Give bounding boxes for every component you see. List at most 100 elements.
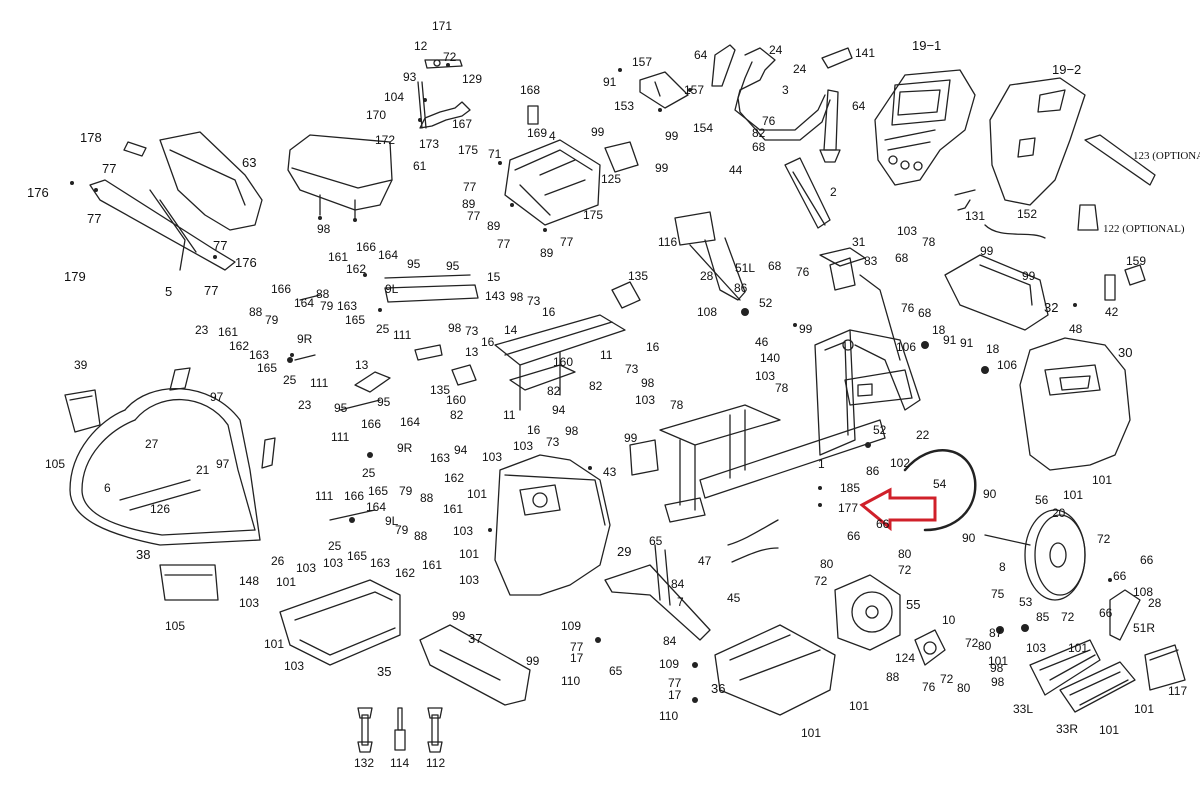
- label-26: 26: [271, 554, 285, 568]
- label-68: 68: [752, 140, 766, 154]
- label-79: 79: [395, 523, 409, 537]
- label-27: 27: [145, 437, 159, 451]
- label-65: 65: [649, 534, 663, 548]
- label-111: 111: [393, 328, 412, 342]
- rear-stabilizer-part: [279, 579, 401, 666]
- label-161: 161: [328, 250, 349, 264]
- label-77: 77: [467, 209, 481, 223]
- label-103: 103: [323, 556, 344, 570]
- label-25: 25: [283, 373, 297, 387]
- label-23: 23: [195, 323, 209, 337]
- label-76: 76: [762, 114, 776, 128]
- label-135: 135: [430, 383, 451, 397]
- label-87: 87: [989, 626, 1003, 640]
- label-38: 38: [136, 547, 151, 562]
- label-43: 43: [603, 465, 617, 479]
- label-111: 111: [315, 489, 334, 503]
- label-68: 68: [918, 306, 932, 320]
- label-77: 77: [87, 211, 102, 226]
- label-165: 165: [347, 549, 368, 563]
- label-17: 17: [668, 688, 682, 702]
- label-101: 101: [264, 637, 285, 651]
- label-76: 76: [901, 301, 915, 315]
- label-79: 79: [265, 313, 279, 327]
- seat-backrest-part: [89, 131, 263, 271]
- label-64: 64: [852, 99, 866, 113]
- label-101: 101: [849, 699, 870, 713]
- left-shroud-part: [494, 454, 611, 596]
- label-161: 161: [218, 325, 239, 339]
- label-110: 110: [659, 709, 679, 723]
- label-159: 159: [1126, 254, 1147, 268]
- label-98: 98: [317, 222, 331, 236]
- label-103: 103: [239, 596, 260, 610]
- label-163: 163: [249, 348, 270, 362]
- label-10: 10: [942, 613, 956, 627]
- label-72: 72: [965, 636, 979, 650]
- label-98: 98: [510, 290, 524, 304]
- label-162: 162: [444, 471, 465, 485]
- label-66: 66: [1140, 553, 1154, 567]
- console-bracket-part: [639, 71, 689, 109]
- label-105: 105: [165, 619, 186, 633]
- label-36: 36: [711, 681, 726, 696]
- seat-slide-rail-part: [494, 314, 626, 411]
- label-95: 95: [446, 259, 460, 273]
- label-61: 61: [413, 159, 427, 173]
- label-135: 135: [628, 269, 649, 283]
- label-17: 17: [570, 651, 584, 665]
- label-97: 97: [210, 390, 224, 404]
- label-88: 88: [249, 305, 263, 319]
- label-51R: 51R: [1133, 621, 1156, 635]
- label-163: 163: [370, 556, 391, 570]
- label-39: 39: [74, 358, 88, 372]
- label-176: 176: [235, 255, 257, 270]
- label-7: 7: [677, 595, 684, 609]
- label-166: 166: [344, 489, 365, 503]
- label-52: 52: [873, 423, 887, 437]
- label-94: 94: [552, 403, 566, 417]
- label-109: 109: [561, 619, 582, 633]
- label-90: 90: [983, 487, 997, 501]
- label-75: 75: [991, 587, 1005, 601]
- label-19-1: 19−1: [912, 38, 942, 53]
- label-54: 54: [933, 477, 947, 491]
- label-165: 165: [368, 484, 389, 498]
- label-84: 84: [671, 577, 685, 591]
- flywheel-cover-part: [834, 574, 901, 651]
- label-4: 4: [549, 129, 556, 143]
- label-19-2: 19−2: [1052, 62, 1082, 77]
- label-164: 164: [400, 415, 421, 429]
- label-83: 83: [864, 254, 878, 268]
- label-66: 66: [1099, 606, 1113, 620]
- label-98: 98: [990, 661, 1004, 675]
- label-46: 46: [755, 335, 769, 349]
- label-45: 45: [727, 591, 741, 605]
- label-21: 21: [196, 463, 210, 477]
- label-140: 140: [760, 351, 781, 365]
- label-3: 3: [782, 83, 789, 97]
- label-176: 176: [27, 185, 49, 200]
- label-116: 116: [658, 235, 678, 249]
- label-101: 101: [1068, 641, 1089, 655]
- label-95: 95: [334, 401, 348, 415]
- label-126: 126: [150, 502, 171, 516]
- label-22: 22: [916, 428, 930, 442]
- upright-post-part: [784, 157, 831, 229]
- label-106: 106: [896, 340, 917, 354]
- label-88: 88: [316, 287, 330, 301]
- label-101: 101: [1099, 723, 1120, 737]
- label-33L: 33L: [1013, 702, 1034, 716]
- label-103: 103: [513, 439, 534, 453]
- label-99: 99: [655, 161, 669, 175]
- label-165: 165: [257, 361, 278, 375]
- label-78: 78: [670, 398, 684, 412]
- label-101: 101: [1134, 702, 1155, 716]
- label-37: 37: [468, 631, 483, 646]
- label-160: 160: [553, 355, 574, 369]
- label-16: 16: [646, 340, 660, 354]
- tool-drawings: [357, 707, 443, 753]
- red-callout-arrow: [859, 487, 937, 532]
- label-175: 175: [583, 208, 604, 222]
- label-103: 103: [296, 561, 317, 575]
